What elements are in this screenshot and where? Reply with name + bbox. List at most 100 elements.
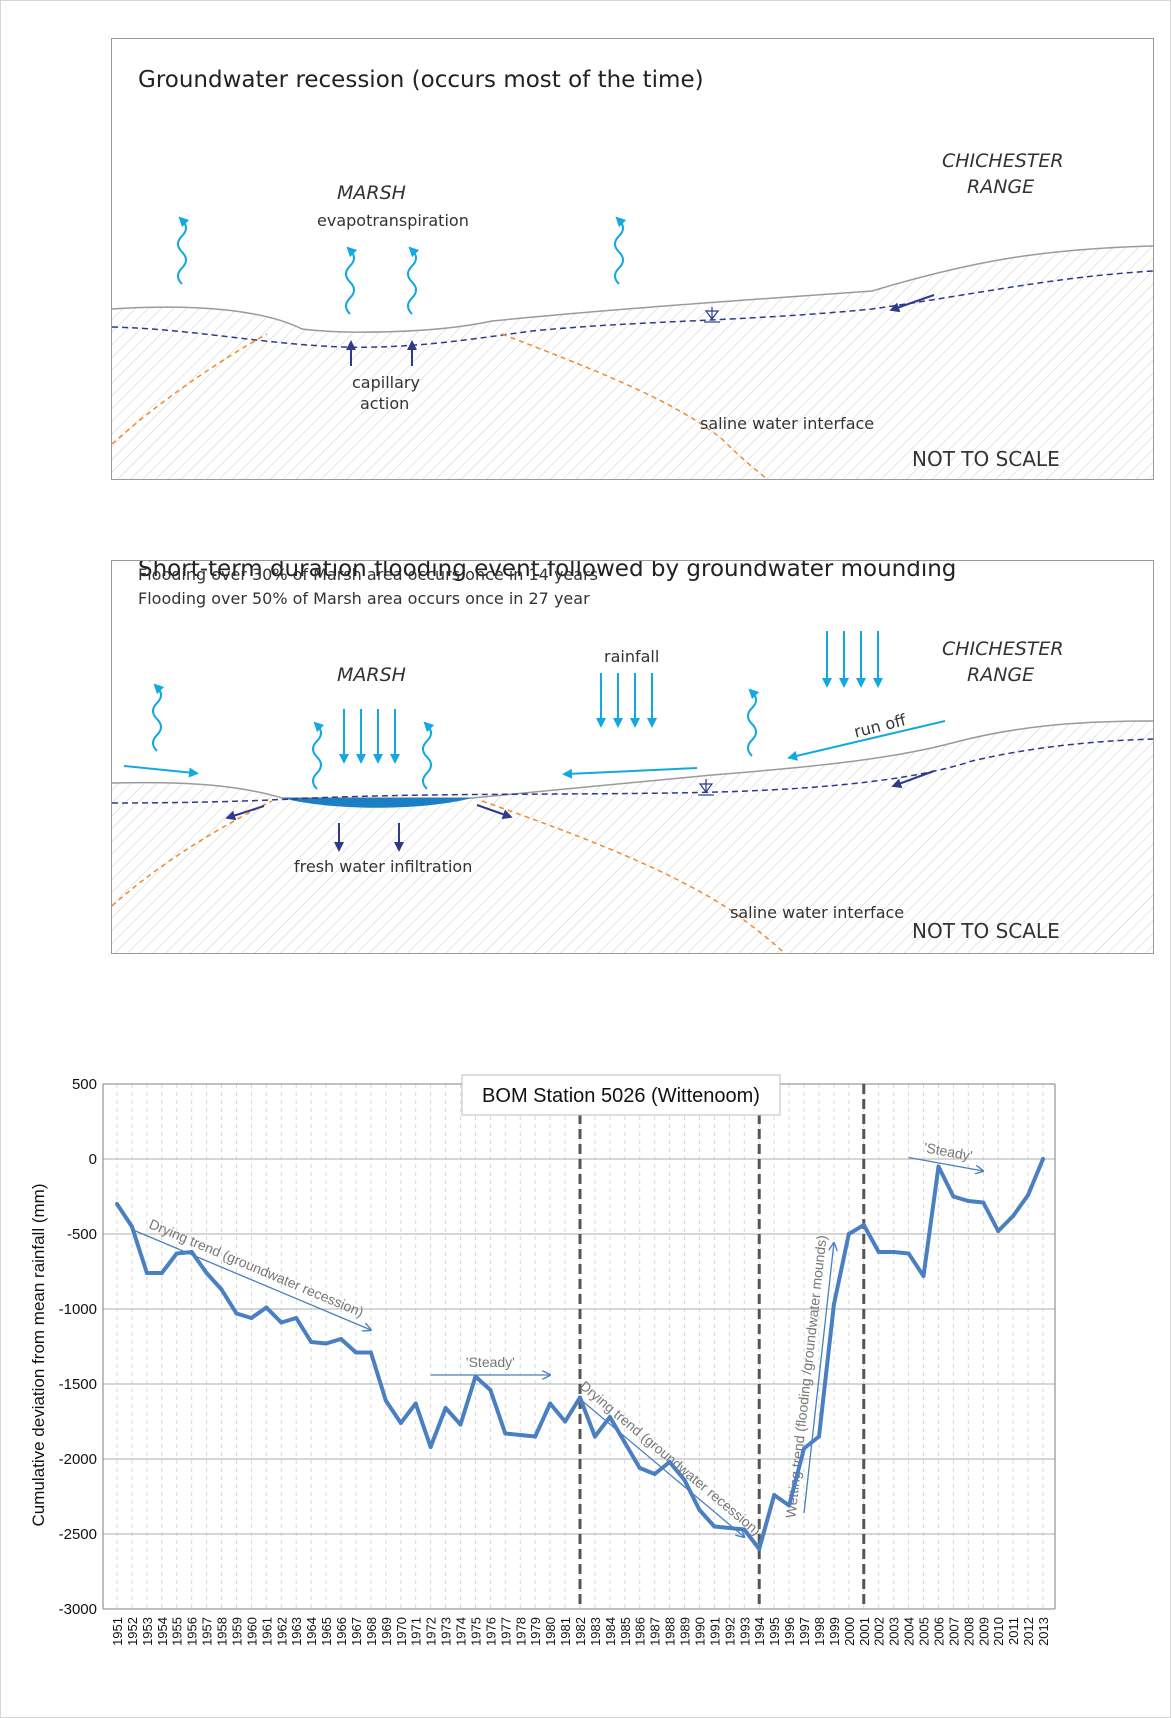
x-tick-label: 1970 xyxy=(394,1617,409,1646)
data-point xyxy=(921,1274,926,1278)
evapotranspiration-label: evapotranspiration xyxy=(317,211,469,230)
panel-title: Groundwater recession (occurs most of th… xyxy=(138,67,704,93)
data-point xyxy=(876,1250,881,1254)
data-point xyxy=(234,1311,239,1316)
data-point xyxy=(682,1478,687,1482)
annotation-label: Drying trend (groundwater recession) xyxy=(577,1378,764,1539)
surface-flow-arrows xyxy=(123,720,946,779)
data-point xyxy=(353,1350,358,1355)
data-point xyxy=(906,1251,911,1256)
x-tick-label: 1978 xyxy=(513,1617,528,1646)
x-tick-label: 1969 xyxy=(379,1617,394,1646)
x-tick-label: 1959 xyxy=(229,1617,244,1646)
data-point xyxy=(398,1421,403,1425)
rainfall-label: rainfall xyxy=(604,647,660,666)
x-tick-label: 1979 xyxy=(528,1617,543,1646)
data-point xyxy=(518,1433,523,1437)
range-label-line2: RANGE xyxy=(967,176,1035,198)
annotation-arrow xyxy=(131,1228,371,1331)
groundwater-recession-panel: Groundwater recession (occurs most of th… xyxy=(111,38,1154,480)
x-tick-label: 1968 xyxy=(364,1617,379,1646)
x-tick-label: 2000 xyxy=(842,1617,857,1646)
data-point xyxy=(996,1229,1001,1233)
x-tick-label: 1999 xyxy=(827,1617,842,1646)
ground-section xyxy=(112,246,1153,479)
data-point xyxy=(1011,1214,1016,1218)
x-tick-label: 1965 xyxy=(319,1617,334,1646)
data-point xyxy=(533,1434,538,1439)
data-point xyxy=(787,1503,792,1508)
x-tick-label: 1981 xyxy=(558,1617,573,1646)
data-point xyxy=(592,1434,597,1439)
recession-diagram xyxy=(112,216,1153,479)
data-point xyxy=(473,1374,478,1379)
x-tick-label: 1975 xyxy=(468,1617,483,1646)
data-point xyxy=(264,1305,269,1310)
x-tick-label: 1952 xyxy=(125,1617,140,1646)
range-label-line1: CHICHESTER xyxy=(942,150,1064,172)
data-point xyxy=(981,1200,986,1205)
data-point xyxy=(951,1194,956,1199)
x-tick-label: 2010 xyxy=(991,1617,1006,1646)
y-tick-label: -1500 xyxy=(59,1376,97,1393)
groundwater-flow-arrow xyxy=(889,294,935,313)
data-point xyxy=(458,1422,463,1427)
x-tick-label: 1963 xyxy=(289,1617,304,1646)
x-tick-label: 2002 xyxy=(872,1617,887,1646)
water-level-symbol xyxy=(698,779,714,796)
x-tick-label: 1998 xyxy=(812,1617,827,1646)
data-point xyxy=(159,1271,164,1275)
x-tick-label: 1990 xyxy=(692,1617,707,1646)
infiltration-label: fresh water infiltration xyxy=(294,857,473,876)
data-point xyxy=(712,1524,717,1529)
data-point xyxy=(279,1320,284,1325)
capillary-label: capillary xyxy=(352,373,420,392)
data-point xyxy=(637,1466,642,1470)
data-point xyxy=(129,1224,134,1229)
data-point xyxy=(861,1223,866,1227)
range-label-line1: CHICHESTER xyxy=(942,638,1064,660)
data-point xyxy=(757,1547,762,1551)
chart-title: BOM Station 5026 (Wittenoom) xyxy=(482,1085,760,1107)
x-tick-label: 1977 xyxy=(498,1617,513,1646)
rainfall-arrows xyxy=(339,631,883,764)
x-tick-label: 1951 xyxy=(110,1617,125,1646)
x-tick-label: 1966 xyxy=(334,1617,349,1646)
saline-interface-right xyxy=(481,800,785,953)
data-point xyxy=(652,1472,657,1476)
x-tick-label: 1954 xyxy=(155,1617,170,1646)
data-point xyxy=(294,1316,299,1320)
chart-title-box: BOM Station 5026 (Wittenoom) xyxy=(461,1074,781,1116)
x-tick-label: 1960 xyxy=(244,1617,259,1646)
annotation-label: Drying trend (groundwater recession) xyxy=(147,1216,366,1320)
saline-interface-right xyxy=(501,333,768,479)
x-tick-label: 1956 xyxy=(185,1617,200,1646)
saline-interface-label: saline water interface xyxy=(700,414,875,433)
water-table xyxy=(112,738,1153,804)
annotation-arrow xyxy=(908,1156,984,1172)
period-marker-lines xyxy=(578,1084,866,1609)
x-tick-label: 1986 xyxy=(633,1617,648,1646)
x-tick-label: 2003 xyxy=(887,1617,902,1646)
saline-interface-left xyxy=(112,333,268,445)
data-point xyxy=(831,1302,836,1307)
x-tick-label: 2009 xyxy=(976,1617,991,1646)
data-point xyxy=(667,1460,672,1464)
data-point xyxy=(249,1316,254,1320)
annotation-label: 'Steady' xyxy=(923,1139,974,1163)
data-point xyxy=(548,1401,553,1406)
x-tick-label: 1955 xyxy=(170,1617,185,1646)
data-point xyxy=(891,1250,896,1254)
flooding-stat-50: Flooding over 50% of Marsh area occurs o… xyxy=(138,589,590,608)
action-label: action xyxy=(360,394,410,413)
data-point xyxy=(204,1271,209,1275)
x-tick-label: 1994 xyxy=(752,1617,767,1646)
x-tick-label: 1997 xyxy=(797,1617,812,1646)
y-tick-label: -2000 xyxy=(59,1451,97,1468)
x-tick-label: 1996 xyxy=(782,1617,797,1646)
x-tick-label: 2008 xyxy=(961,1617,976,1646)
flooding-event-panel: Short-term duration flooding event follo… xyxy=(111,560,1154,954)
x-tick-label: 1992 xyxy=(722,1617,737,1646)
title-box xyxy=(461,1074,781,1116)
